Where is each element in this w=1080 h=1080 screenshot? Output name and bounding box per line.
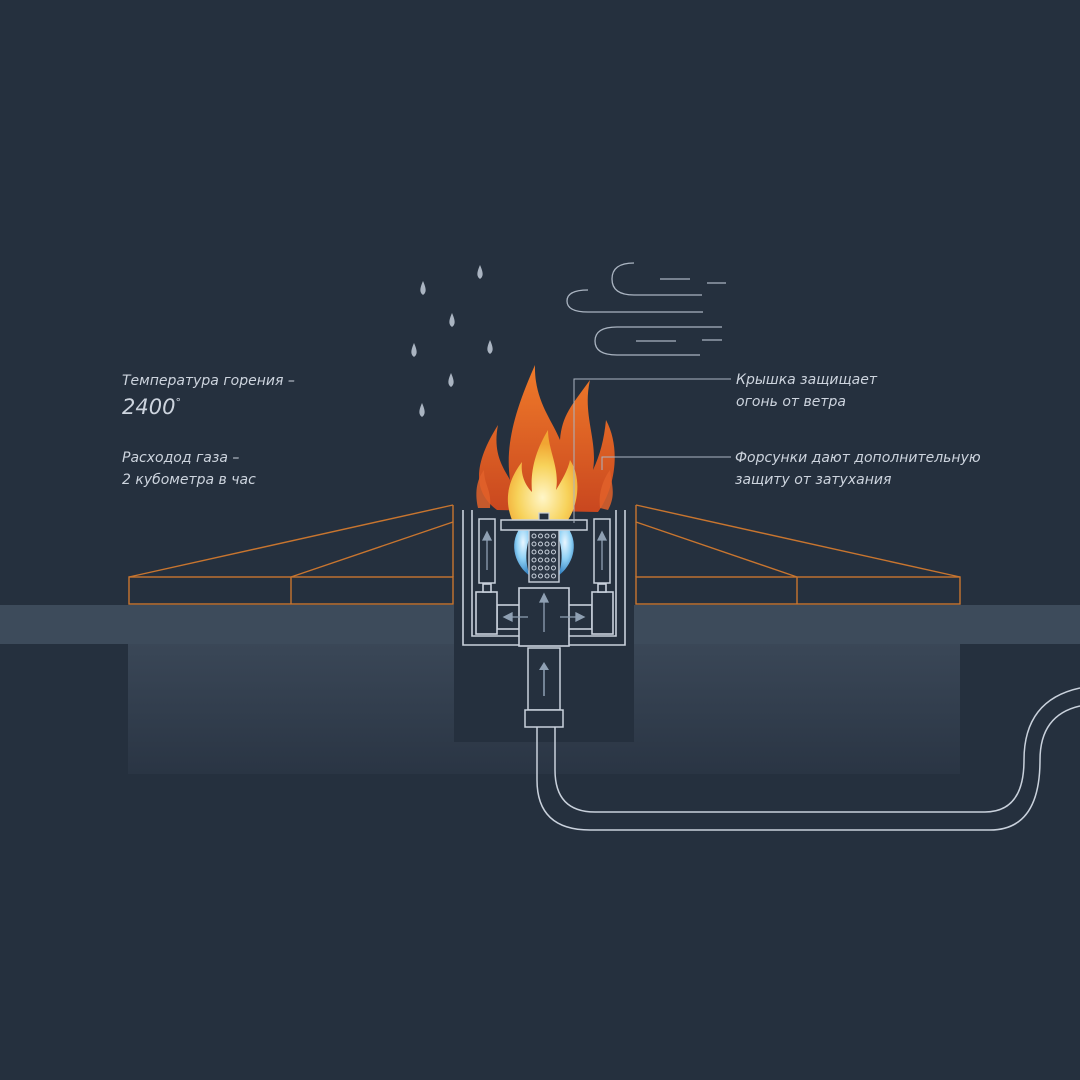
- perforation-hole: [544, 573, 550, 579]
- lid-label-line1: Крышка защищает: [736, 372, 878, 388]
- lid-label-line2: огонь от ветра: [736, 394, 846, 410]
- perforation-hole: [551, 533, 556, 539]
- flow-arrow-icon: [539, 662, 549, 670]
- gas-label-line2: 2 кубометра в час: [122, 472, 256, 488]
- wind-icon: [566, 262, 726, 356]
- perforation-hole: [538, 573, 543, 579]
- leader-lines: [573, 378, 731, 523]
- perforation-hole: [531, 533, 537, 539]
- nozzles-label-line1: Форсунки дают дополнительную: [735, 450, 981, 466]
- feed-pipe: [524, 647, 564, 728]
- degree-sign: °: [175, 396, 181, 409]
- temperature-value: 2400°: [122, 395, 181, 419]
- lid-annotation: Крышка защищает огонь от ветра: [736, 369, 877, 413]
- perforation-hole: [531, 557, 537, 563]
- perforation-hole: [538, 557, 543, 563]
- nozzles-label-line2: защиту от затухания: [735, 472, 892, 488]
- perforation-hole: [551, 549, 556, 555]
- left-deck: [128, 504, 454, 605]
- perforation-hole: [544, 565, 550, 571]
- temperature-annotation: Температура горения – 2400°: [122, 370, 295, 422]
- flame: [476, 365, 615, 576]
- raindrop-icon: [411, 265, 493, 417]
- right-deck: [635, 504, 961, 605]
- perforation-hole: [551, 557, 556, 563]
- perforation-hole: [531, 541, 537, 547]
- flow-arrow-icon: [481, 530, 608, 570]
- temperature-label: Температура горения –: [122, 373, 295, 389]
- perforation-hole: [551, 541, 556, 547]
- lid-knob: [538, 512, 550, 521]
- gas-hose: [536, 687, 1080, 831]
- gas-annotation: Расходод газа – 2 кубометра в час: [122, 447, 256, 491]
- perforation-hole: [551, 565, 556, 571]
- nozzles-annotation: Форсунки дают дополнительную защиту от з…: [735, 447, 981, 491]
- perforation-hole: [538, 565, 543, 571]
- perforation-hole: [538, 533, 543, 539]
- perforation-hole: [544, 557, 550, 563]
- flow-arrow-icon: [502, 592, 586, 632]
- perforation-hole: [551, 573, 556, 579]
- gas-label-line1: Расходод газа –: [122, 450, 240, 466]
- perforation-hole: [531, 549, 537, 555]
- perforation-hole: [531, 565, 537, 571]
- burner-core: [528, 529, 560, 583]
- perforation-hole: [531, 573, 537, 579]
- perforation-hole: [544, 549, 550, 555]
- perforation-hole: [544, 541, 550, 547]
- perforation-hole: [538, 549, 543, 555]
- perforation-hole: [544, 533, 550, 539]
- perforation-hole: [538, 541, 543, 547]
